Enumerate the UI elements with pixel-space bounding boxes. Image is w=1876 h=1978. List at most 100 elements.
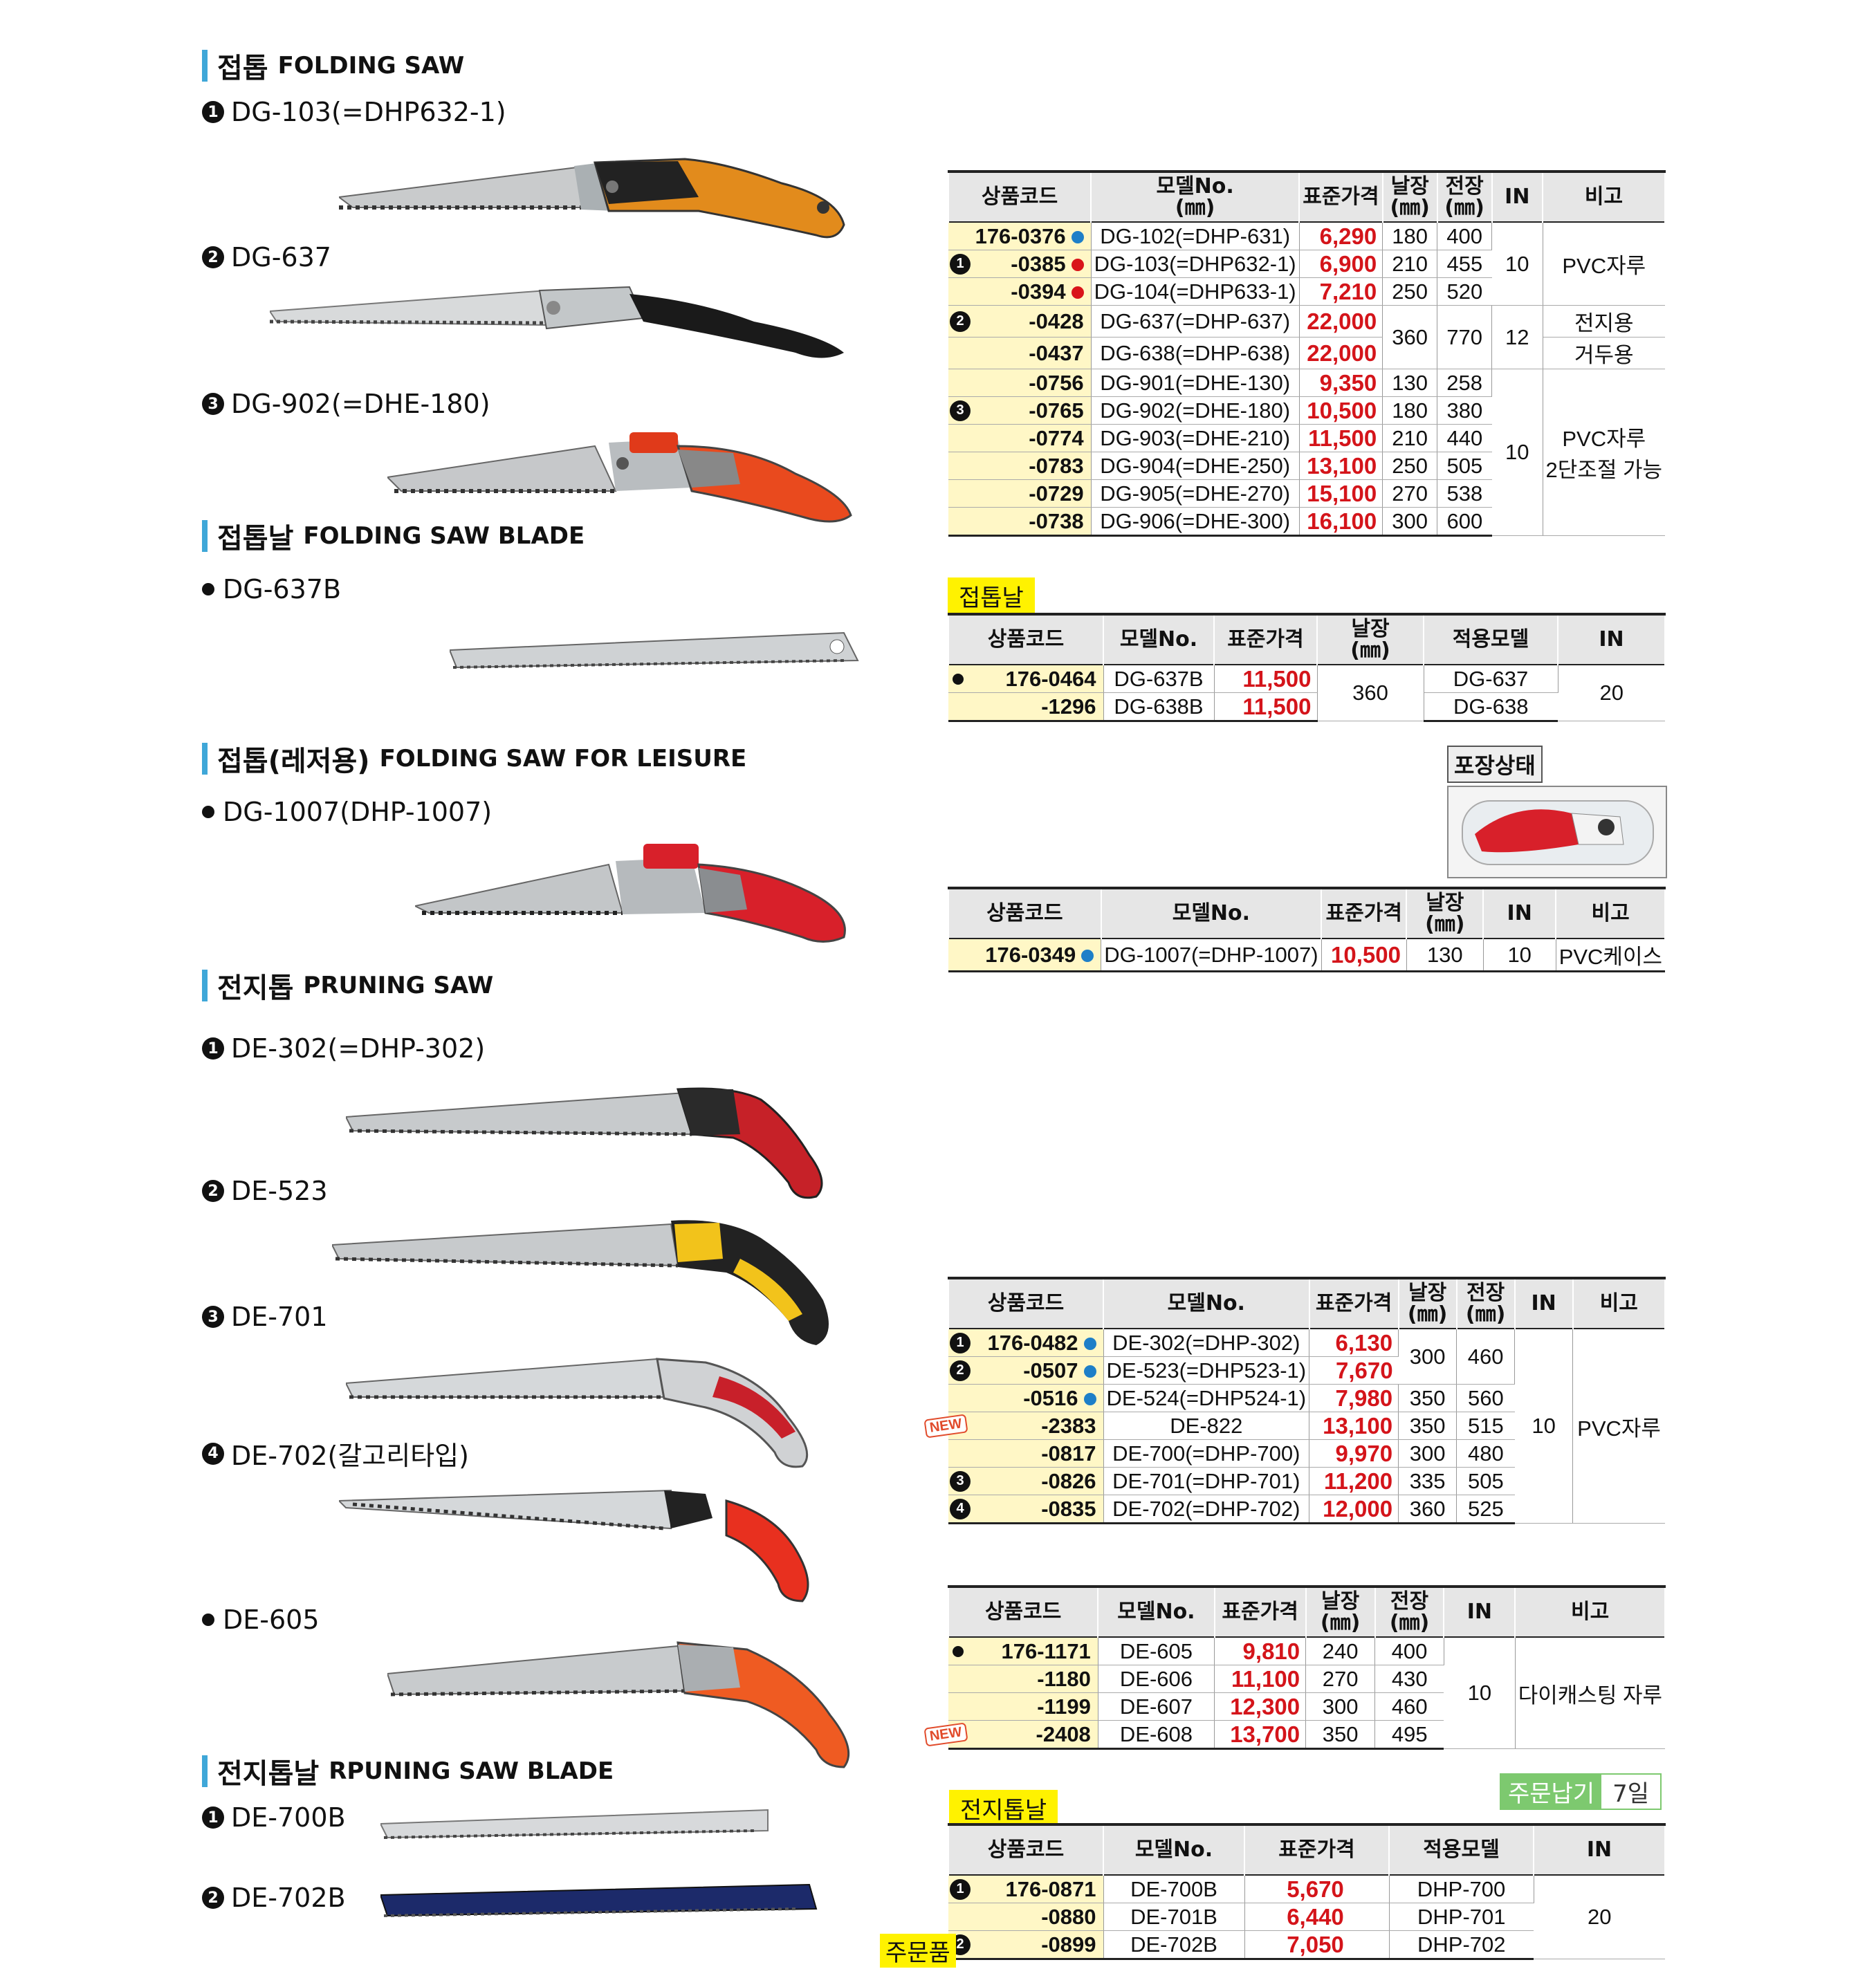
table-row: -1199 DE-607 12,300 300 460: [948, 1692, 1665, 1721]
cell-code: -1199: [948, 1692, 1098, 1721]
cell-model: DE-607: [1098, 1692, 1215, 1721]
table-row: 2-0428 DG-637(=DHP-637) 22,000 360 770 1…: [948, 305, 1665, 369]
cell-code: 2-0507: [948, 1356, 1104, 1385]
table-row: -0437 DG-638(=DHP-638) 22,000 거두용: [948, 337, 1665, 369]
header-code: 상품코드: [947, 1587, 1099, 1637]
number-badge-2: 2: [202, 246, 224, 268]
cell-blade: 180: [1382, 396, 1438, 425]
table-header-row: 상품코드 모델No. 표준가격 날장(㎜) 적용모델 IN: [948, 614, 1666, 665]
cell-price: 12,000: [1309, 1495, 1399, 1524]
cell-price: 12,300: [1214, 1692, 1307, 1721]
number-badge-4: 4: [202, 1442, 224, 1465]
table-leisure-saw: 상품코드 모델No. 표준가격 날장(㎜) IN 비고 176-0349 DG-…: [948, 887, 1666, 972]
table-row: -0729 DG-905(=DHE-270) 15,100 270 538: [948, 479, 1665, 508]
table-header-row: 상품코드 모델No. 표준가격 날장(㎜) IN 비고: [948, 888, 1666, 939]
cell-model: DG-903(=DHE-210): [1091, 424, 1300, 452]
cell-price: 15,100: [1299, 479, 1383, 508]
cell-total: 520: [1437, 277, 1492, 306]
number-badge-3: 3: [950, 400, 971, 421]
header-total: 전장(㎜): [1436, 172, 1493, 222]
cell-price: 13,700: [1214, 1720, 1307, 1750]
blue-dot-icon: [1071, 231, 1084, 244]
cell-blade: 270: [1382, 479, 1438, 508]
cell-total: 460: [1374, 1692, 1444, 1721]
saw-de302-image: [346, 1087, 823, 1199]
cell-model: DE-700B: [1103, 1875, 1245, 1903]
header-price: 표준가격: [1213, 1587, 1307, 1637]
cell-code: 176-1171: [948, 1637, 1098, 1665]
red-dot-icon: [1071, 286, 1084, 299]
number-badge-3: 3: [202, 393, 224, 415]
cell-code: -1296: [948, 692, 1104, 722]
cell-code: NEW-2383: [923, 1412, 1104, 1440]
cell-price: 11,200: [1309, 1467, 1399, 1495]
cell-blade: 360: [1398, 1495, 1457, 1524]
cell-code: -0516: [948, 1384, 1104, 1412]
label-package: 포장상태: [1447, 746, 1543, 783]
cell-price: 7,980: [1309, 1384, 1399, 1412]
cell-price: 16,100: [1299, 507, 1383, 537]
cell-model: DE-606: [1098, 1665, 1215, 1693]
cell-code: -0774: [948, 424, 1092, 452]
cell-blade: 350: [1398, 1384, 1457, 1412]
cell-model: DE-702B: [1103, 1930, 1245, 1960]
cell-price: 7,670: [1309, 1356, 1399, 1385]
cell-in: 10: [1514, 1329, 1574, 1524]
table-row: -0516 DE-524(=DHP524-1) 7,980 350 560: [948, 1384, 1665, 1412]
header-model: 모델No.: [1103, 1278, 1310, 1329]
label-folding-blade: 접톱날: [948, 577, 1035, 614]
item-de605: DE-605: [202, 1605, 320, 1635]
cell-total: 460: [1456, 1329, 1516, 1385]
cell-model: DG-637(=DHP-637): [1091, 305, 1300, 338]
number-badge-3: 3: [950, 1470, 971, 1492]
blue-dot-icon: [1083, 1365, 1096, 1378]
blade-dg637b-image: [450, 631, 859, 669]
bullet-icon: [202, 806, 214, 818]
cell-model: DG-902(=DHE-180): [1091, 396, 1300, 425]
cell-code: -1180: [948, 1665, 1098, 1693]
cell-in: 10: [1483, 939, 1556, 972]
red-dot-icon: [1071, 259, 1084, 272]
item-dg637b: DG-637B: [202, 574, 341, 604]
saw-dg902-image: [387, 432, 852, 523]
cell-code: 3-0765: [948, 396, 1092, 425]
cell-total: 455: [1437, 250, 1492, 278]
section-pruning-saw: 전지톱 PRUNING SAW: [202, 965, 493, 1006]
table-row: -0880 DE-701B 6,440 DHP-701: [948, 1903, 1665, 1931]
header-blade: 날장(㎜): [1316, 614, 1424, 665]
cell-in: 10: [1444, 1637, 1516, 1749]
blue-dot-icon: [1083, 1338, 1096, 1351]
cell-blade: 360: [1382, 305, 1438, 369]
blue-dot-icon: [1081, 950, 1094, 963]
cell-price: 6,900: [1299, 250, 1383, 278]
header-blade: 날장(㎜): [1406, 888, 1484, 939]
cell-in: 20: [1534, 1875, 1665, 1959]
header-model: 모델No.: [1103, 1824, 1245, 1875]
order-lead-time-label: 주문납기: [1501, 1775, 1602, 1809]
cell-model: DE-524(=DHP524-1): [1103, 1384, 1310, 1412]
cell-price: 11,500: [1299, 424, 1383, 452]
cell-code: NEW-2408: [923, 1720, 1098, 1750]
blade-de700b-image: [380, 1809, 769, 1839]
number-badge-1: 1: [202, 1806, 224, 1829]
bullet-icon: [953, 673, 964, 685]
cell-total: 505: [1456, 1467, 1515, 1495]
section-pruning-saw-blade: 전지톱날 RPUNING SAW BLADE: [202, 1751, 614, 1791]
header-total: 전장(㎜): [1374, 1587, 1445, 1637]
table-die-cast-saw: 상품코드 모델No. 표준가격 날장(㎜) 전장(㎜) IN 비고 176-11…: [923, 1585, 1666, 1750]
cell-total: 495: [1374, 1720, 1444, 1750]
section-title-en: RPUNING SAW BLADE: [329, 1757, 614, 1785]
cell-model: DG-901(=DHE-130): [1091, 369, 1300, 397]
cell-price: 5,670: [1244, 1875, 1390, 1903]
